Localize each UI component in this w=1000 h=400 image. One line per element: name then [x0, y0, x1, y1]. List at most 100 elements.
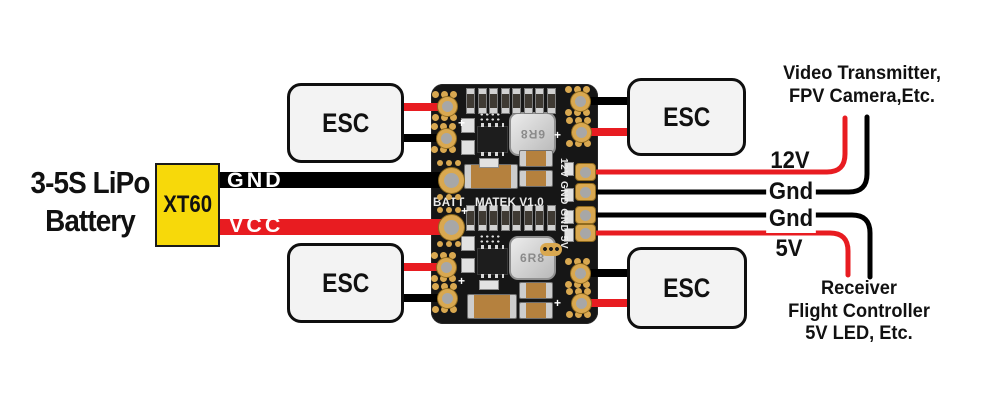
- pcb-component: [479, 280, 499, 290]
- output-solder-pad: [575, 224, 596, 242]
- pcb-component: [461, 140, 475, 155]
- esc-pad-dot: [584, 288, 591, 295]
- pcb-component: [564, 228, 574, 242]
- esc-pad-dot: [432, 306, 439, 313]
- esc-pad-dot: [431, 252, 438, 259]
- output-solder-pad: [575, 183, 596, 201]
- batt-pad-dot: [455, 160, 461, 166]
- pcb-component: [564, 162, 574, 176]
- esc-solder-pad: [570, 121, 592, 143]
- esc-pad-dot: [432, 91, 439, 98]
- esc-label: ESC: [662, 101, 711, 132]
- pcb-name-silkscreen: MATEK V1.0: [475, 197, 544, 209]
- batt-pad-dot: [446, 160, 452, 166]
- pcb-component: [535, 88, 544, 114]
- inductor-top-label: 6R8: [519, 127, 545, 141]
- pcb-component: [523, 88, 533, 114]
- esc-solder-pad: [435, 127, 457, 149]
- pcb-component: [466, 205, 475, 231]
- esc-pad-dot: [441, 306, 448, 313]
- esc-pad-dot: [450, 283, 457, 290]
- pcb-component: [546, 88, 556, 114]
- note-line: Receiver: [820, 278, 898, 299]
- esc-solder-pad: [570, 292, 592, 314]
- esc-pad-dot: [432, 283, 439, 290]
- polarity-plus-mark: +: [554, 128, 562, 142]
- note-line: 5V LED, Etc.: [805, 323, 913, 344]
- esc-pad-dot: [575, 311, 582, 318]
- esc-pad-dot: [583, 281, 590, 288]
- inductor-top: 6R8: [509, 112, 556, 156]
- pcb-component: [564, 188, 574, 202]
- pcb-component: [512, 205, 521, 231]
- output-gnd2-wire: [581, 212, 873, 280]
- esc-box-bottom-right: ESC: [627, 247, 747, 329]
- polarity-plus-mark: +: [458, 116, 466, 130]
- esc-box-top-left: ESC: [287, 83, 404, 163]
- batt-pad-dot: [437, 207, 443, 213]
- aux-pad-group: [540, 243, 562, 256]
- batt-pad-dot: [437, 194, 443, 200]
- esc-solder-pad: [436, 95, 458, 117]
- esc-pad-dot: [450, 91, 457, 98]
- pcb-component: [535, 205, 544, 231]
- esc-pad-dot: [584, 140, 591, 147]
- batt-pad-dot: [446, 194, 452, 200]
- pcb-component: [477, 88, 487, 114]
- regulator-chip: [477, 245, 508, 278]
- note-line: Video Transmitter,: [783, 63, 941, 84]
- pcb-component: [479, 112, 501, 123]
- output-5v-wire: [581, 230, 851, 278]
- esc-pad-dot: [574, 109, 581, 116]
- battery-label-line1: 3-5S LiPo: [30, 165, 150, 200]
- battery-solder-pad: [437, 166, 465, 194]
- pcb-component: [500, 205, 510, 231]
- esc-label: ESC: [321, 267, 370, 298]
- esc-pad-dot: [584, 311, 591, 318]
- esc-pad-dot: [566, 117, 573, 124]
- pcb-component: [500, 88, 510, 114]
- pcb-component: [461, 236, 475, 251]
- pcb-component: [519, 170, 553, 187]
- pcb-component: [546, 205, 556, 231]
- battery-label-line2: Battery: [45, 203, 136, 238]
- esc-pad-dot: [565, 258, 572, 265]
- batt-pad-dot: [455, 207, 461, 213]
- batt-pad-dot: [455, 194, 461, 200]
- pcb-component: [479, 234, 501, 245]
- esc-pad-dot: [449, 146, 456, 153]
- esc-pad-dot: [431, 146, 438, 153]
- receiver-note: Receiver Flight Controller 5V LED, Etc.: [764, 278, 954, 346]
- pcb-output-rail-silkscreen: 12V GND GND 5V: [558, 158, 569, 250]
- batt-pad-dot: [446, 207, 452, 213]
- battery-label: 3-5S LiPo Battery: [18, 164, 162, 240]
- pcb-component: [477, 205, 487, 231]
- note-line: Flight Controller: [788, 300, 930, 322]
- esc-pad-dot: [584, 117, 591, 124]
- esc-solder-pad: [435, 256, 457, 278]
- pcb-component: [479, 158, 499, 168]
- pcb-component: [519, 282, 553, 299]
- esc-pad-dot: [449, 275, 456, 282]
- polarity-plus-mark: +: [458, 274, 466, 288]
- esc-pad-dot: [450, 306, 457, 313]
- esc-pad-dot: [583, 258, 590, 265]
- output-solder-pad: [575, 163, 596, 181]
- batt-pad-dot: [437, 160, 443, 166]
- esc-pad-dot: [565, 86, 572, 93]
- output-12v-wire: [581, 115, 848, 175]
- pcb-component: [489, 205, 498, 231]
- pcb-component: [461, 118, 475, 133]
- batt-pad-dot: [437, 241, 443, 247]
- batt-pad-dot: [455, 241, 461, 247]
- esc-pad-dot: [575, 140, 582, 147]
- esc-pad-dot: [583, 109, 590, 116]
- esc-box-top-right: ESC: [627, 78, 746, 156]
- output-gnd1-label: Gnd: [766, 178, 816, 206]
- pcb-component: [489, 88, 498, 114]
- esc-pad-dot: [440, 275, 447, 282]
- esc-pad-dot: [565, 281, 572, 288]
- xt60-connector: XT60: [155, 163, 220, 247]
- output-solder-pad: [575, 206, 596, 224]
- esc-box-bottom-left: ESC: [287, 243, 404, 323]
